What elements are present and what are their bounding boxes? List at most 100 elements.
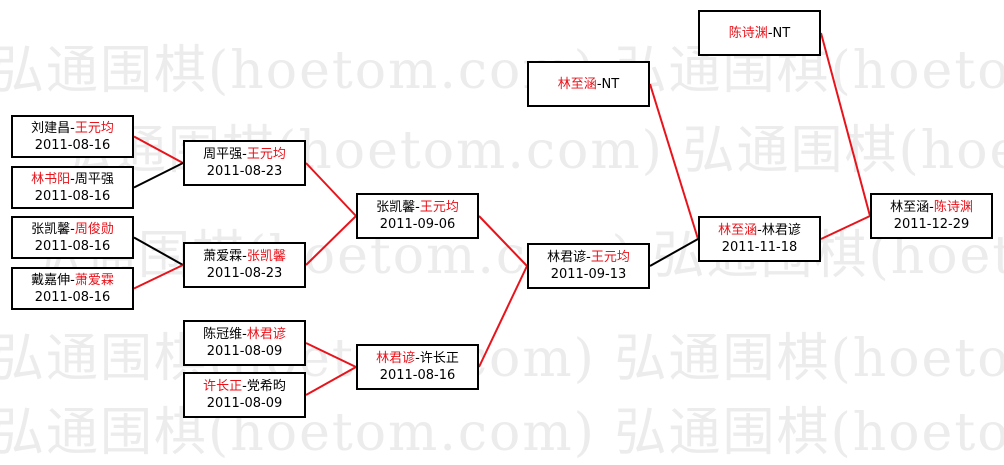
match-date: 2011-11-18 [721,240,798,255]
match-players: 陈冠维-林君谚 [203,326,286,343]
separator: - [929,200,934,215]
link-m2-m5 [133,162,184,189]
bracket-lines [133,32,871,396]
match-date: 2011-09-13 [550,267,627,282]
match-date: 2011-08-16 [379,368,456,383]
match-players: 张凯馨-王元均 [376,199,459,216]
match-players: 林君谚-王元均 [547,249,630,266]
match-players: 林至涵-陈诗渊 [890,199,973,216]
player-2: NT [601,76,620,92]
player-2: 党希昀 [246,379,286,394]
player-2: 林君谚 [246,327,286,342]
link-m13-m15 [820,215,871,240]
match-date: 2011-08-09 [206,396,283,411]
match-date: 2011-08-23 [206,266,283,281]
match-players: 刘建昌-王元均 [31,120,114,137]
player-2: 萧爱霖 [74,272,114,288]
match-box-m14: 陈诗渊-NT [698,10,821,56]
player-1: 林至涵 [890,200,930,215]
player-1: 林至涵 [718,223,758,238]
player-1: 许长正 [203,379,243,394]
separator: - [70,272,75,288]
link-m4-m6 [133,264,184,290]
match-players: 陈诗渊-NT [729,25,790,42]
link-m10-m11 [478,265,528,368]
separator: - [242,249,247,264]
player-1: 萧爱霖 [203,249,243,264]
separator: - [242,379,247,394]
match-players: 林至涵-NT [558,76,619,93]
player-2: 周平强 [74,171,114,187]
separator: - [767,25,773,41]
match-date: 2011-08-16 [34,137,111,153]
separator: - [415,200,420,215]
player-1: 张凯馨 [31,221,71,237]
match-players: 萧爱霖-张凯馨 [203,248,286,265]
link-m11-m13 [649,238,699,267]
player-1: 林君谚 [376,351,416,366]
player-1: 林书阳 [31,171,71,187]
match-box-m12: 林至涵-NT [527,61,650,107]
player-1: 刘建昌 [31,120,71,136]
link-m5-m9 [305,162,357,217]
player-1: 陈冠维 [203,327,243,342]
player-2: 许长正 [419,351,459,366]
match-players: 林至涵-林君谚 [718,222,801,239]
player-1: 戴嘉伸 [31,272,71,288]
player-2: 王元均 [419,200,459,215]
player-1: 周平强 [203,147,243,162]
separator: - [415,351,420,366]
match-players: 许长正-党希昀 [203,378,286,395]
link-m7-m10 [305,342,357,368]
separator: - [586,250,591,265]
match-players: 林书阳-周平强 [31,171,114,188]
match-players: 林君谚-许长正 [376,350,459,367]
player-1: 张凯馨 [376,200,416,215]
match-players: 张凯馨-周俊勋 [31,221,114,238]
match-date: 2011-08-16 [34,238,111,254]
separator: - [242,147,247,162]
link-m14-m15 [820,32,871,217]
link-m9-m11 [478,215,528,267]
player-2: 林君谚 [761,223,801,238]
separator: - [757,223,762,238]
match-date: 2011-08-23 [206,164,283,179]
link-m3-m6 [133,236,184,266]
link-m12-m13 [649,83,699,240]
match-date: 2011-08-16 [34,188,111,204]
player-2: 王元均 [74,120,114,136]
player-2: 王元均 [246,147,286,162]
match-date: 2011-09-06 [379,217,456,232]
player-1: 林君谚 [547,250,587,265]
player-2: 陈诗渊 [933,200,973,215]
separator: - [70,221,75,237]
separator: - [70,120,75,136]
player-2: 张凯馨 [246,249,286,264]
match-date: 2011-12-29 [893,217,970,232]
player-2: 周俊勋 [74,221,114,237]
separator: - [242,327,247,342]
match-players: 戴嘉伸-萧爱霖 [31,272,114,289]
match-players: 周平强-王元均 [203,146,286,163]
player-1: 陈诗渊 [728,25,768,41]
separator: - [70,171,75,187]
match-date: 2011-08-16 [34,289,111,305]
link-m1-m5 [133,135,184,164]
player-2: 王元均 [590,250,630,265]
separator: - [596,76,602,92]
match-date: 2011-08-09 [206,344,283,359]
player-1: 林至涵 [557,76,597,92]
